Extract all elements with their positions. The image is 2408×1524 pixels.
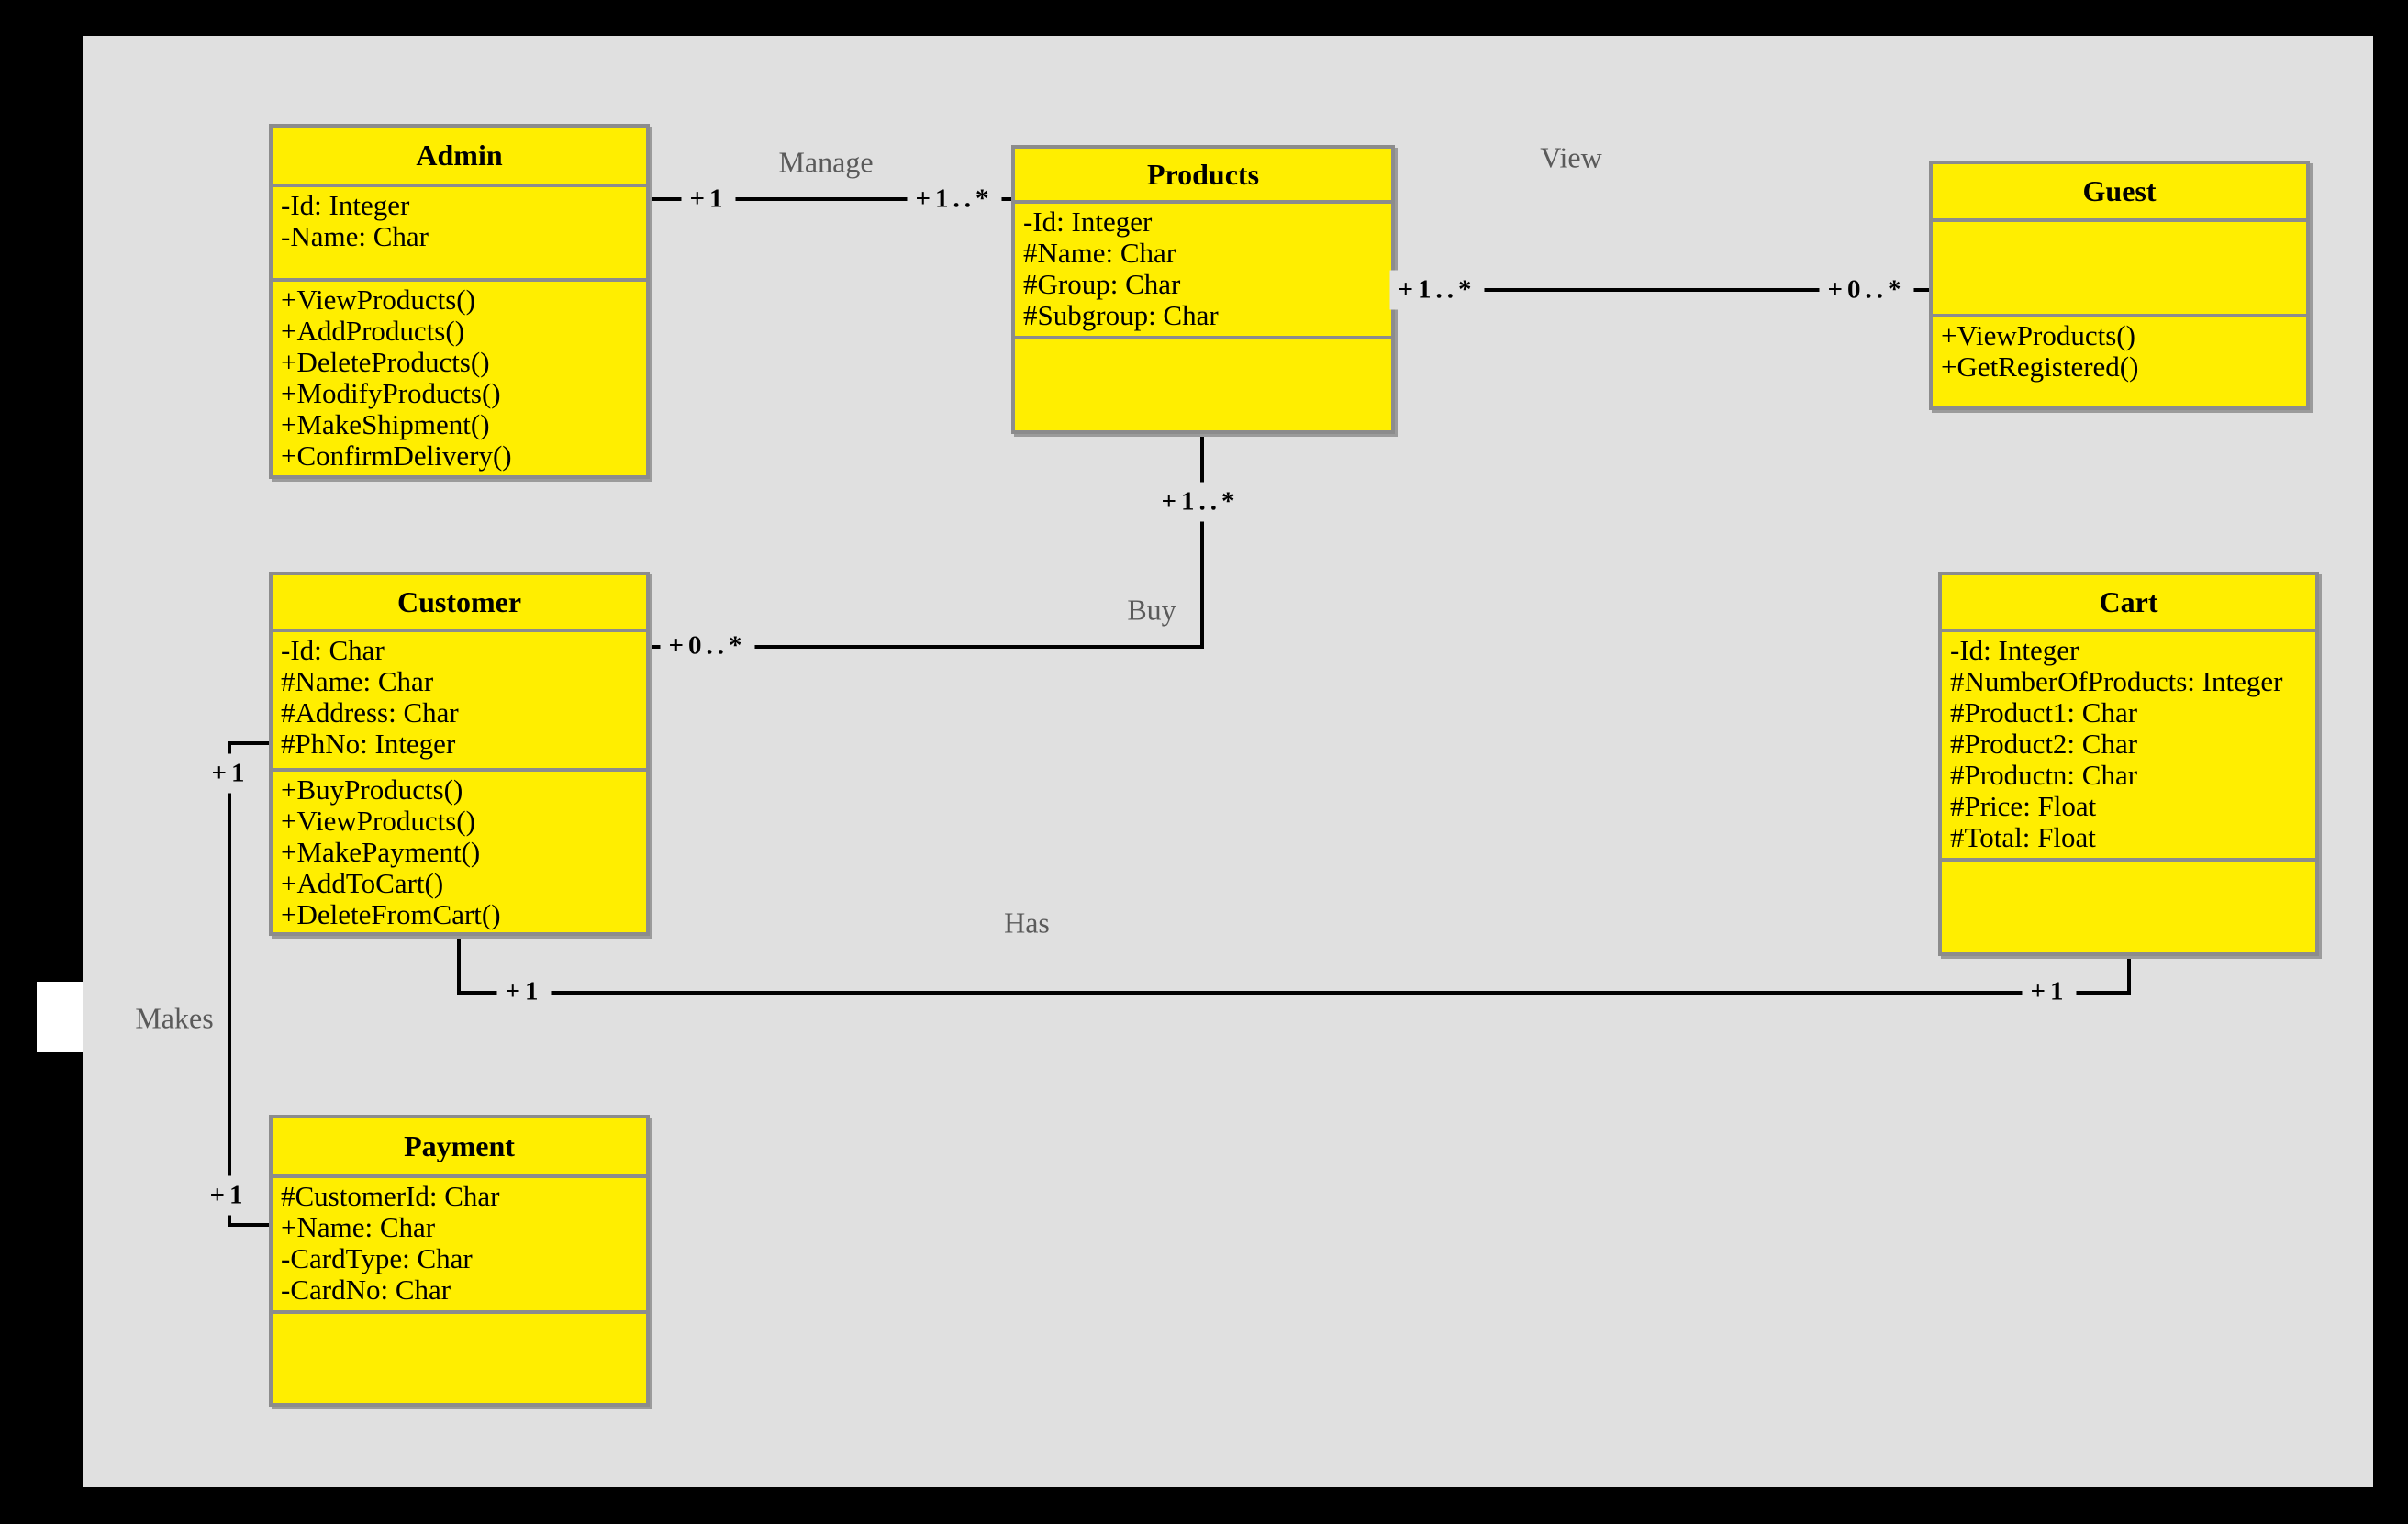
makes-association-label: Makes — [135, 1001, 214, 1035]
member-line: +GetRegistered() — [1941, 350, 2139, 383]
multiplicity-customer-has: +1 — [496, 972, 552, 1012]
multiplicity-products-view: +1..* — [1389, 270, 1485, 310]
member-line: #Group: Char — [1023, 268, 1181, 300]
class-cart-methods — [1942, 862, 2315, 952]
member-line: #Productn: Char — [1950, 759, 2138, 791]
white-rectangle-artifact — [37, 982, 83, 1052]
member-line: #Total: Float — [1950, 821, 2096, 853]
class-customer-attributes: -Id: Char#Name: Char#Address: Char#PhNo:… — [273, 632, 646, 768]
class-payment-methods — [273, 1314, 646, 1403]
class-products: Products -Id: Integer#Name: Char#Group: … — [1011, 145, 1395, 434]
class-cart-attributes: -Id: Integer#NumberOfProducts: Integer#P… — [1942, 632, 2315, 858]
member-line: #PhNo: Integer — [281, 728, 456, 760]
member-line: +ViewProducts() — [281, 805, 475, 837]
member-line: -CardType: Char — [281, 1242, 473, 1274]
multiplicity-customer-buy: +0..* — [660, 626, 755, 666]
class-products-methods — [1015, 339, 1391, 430]
multiplicity-products-manage: +1..* — [907, 179, 1002, 219]
class-products-attributes: -Id: Integer#Name: Char#Group: Char#Subg… — [1015, 204, 1391, 336]
manage-association-label: Manage — [778, 145, 874, 179]
member-line: #CustomerId: Char — [281, 1180, 500, 1212]
buy-association-label: Buy — [1127, 593, 1176, 627]
class-cart-title: Cart — [1942, 575, 2315, 629]
member-line: +DeleteFromCart() — [281, 898, 501, 930]
member-line: #Price: Float — [1950, 790, 2097, 822]
member-line: #Subgroup: Char — [1023, 299, 1219, 331]
class-customer: Customer -Id: Char#Name: Char#Address: C… — [269, 572, 650, 936]
class-products-title: Products — [1015, 149, 1391, 200]
member-line: -Id: Integer — [1950, 634, 2079, 666]
multiplicity-customer-makes: +1 — [203, 753, 258, 794]
multiplicity-payment-makes: +1 — [201, 1175, 256, 1216]
multiplicity-products-buy: +1..* — [1153, 482, 1248, 522]
view-association-label: View — [1540, 140, 1602, 174]
member-line: #NumberOfProducts: Integer — [1950, 665, 2283, 697]
class-admin-attributes: -Id: Integer-Name: Char — [273, 187, 646, 278]
member-line: -CardNo: Char — [281, 1274, 452, 1306]
has-association-line — [457, 936, 2131, 995]
member-line: +ConfirmDelivery() — [281, 439, 512, 472]
class-admin-methods: +ViewProducts()+AddProducts()+DeleteProd… — [273, 282, 646, 475]
class-admin: Admin -Id: Integer-Name: Char +ViewProdu… — [269, 124, 650, 479]
class-payment-attributes: #CustomerId: Char+Name: Char-CardType: C… — [273, 1178, 646, 1310]
member-line: +MakePayment() — [281, 836, 481, 868]
member-line: +ViewProducts() — [281, 284, 475, 316]
class-guest: Guest +ViewProducts()+GetRegistered() — [1929, 161, 2310, 410]
member-line: +AddProducts() — [281, 315, 465, 347]
class-guest-title: Guest — [1933, 164, 2306, 218]
member-line: #Product2: Char — [1950, 728, 2138, 760]
class-guest-methods: +ViewProducts()+GetRegistered() — [1933, 317, 2306, 406]
has-association-label: Has — [1004, 906, 1050, 940]
member-line: +ViewProducts() — [1941, 319, 2135, 351]
member-line: -Id: Integer — [1023, 206, 1153, 238]
member-line: +BuyProducts() — [281, 773, 463, 806]
member-line: +MakeShipment() — [281, 408, 490, 440]
member-line: +Name: Char — [281, 1211, 436, 1243]
class-customer-title: Customer — [273, 575, 646, 629]
class-payment: Payment #CustomerId: Char+Name: Char-Car… — [269, 1115, 650, 1407]
member-line: #Name: Char — [1023, 237, 1176, 269]
member-line: -Id: Char — [281, 634, 385, 666]
member-line: +DeleteProducts() — [281, 346, 490, 378]
class-guest-attributes — [1933, 222, 2306, 314]
class-customer-methods: +BuyProducts()+ViewProducts()+MakePaymen… — [273, 772, 646, 932]
member-line: +ModifyProducts() — [281, 377, 501, 409]
member-line: #Name: Char — [281, 665, 434, 697]
multiplicity-guest-view: +0..* — [1819, 270, 1914, 310]
member-line: #Product1: Char — [1950, 696, 2138, 729]
multiplicity-admin-manage: +1 — [681, 179, 736, 219]
member-line: #Address: Char — [281, 696, 459, 729]
member-line: -Name: Char — [281, 220, 429, 252]
class-cart: Cart -Id: Integer#NumberOfProducts: Inte… — [1938, 572, 2319, 956]
member-line: +AddToCart() — [281, 867, 444, 899]
class-admin-title: Admin — [273, 128, 646, 184]
multiplicity-cart-has: +1 — [2022, 972, 2077, 1012]
buy-association-line — [650, 434, 1204, 649]
class-payment-title: Payment — [273, 1118, 646, 1174]
makes-association-line — [228, 741, 269, 1227]
member-line: -Id: Integer — [281, 189, 410, 221]
